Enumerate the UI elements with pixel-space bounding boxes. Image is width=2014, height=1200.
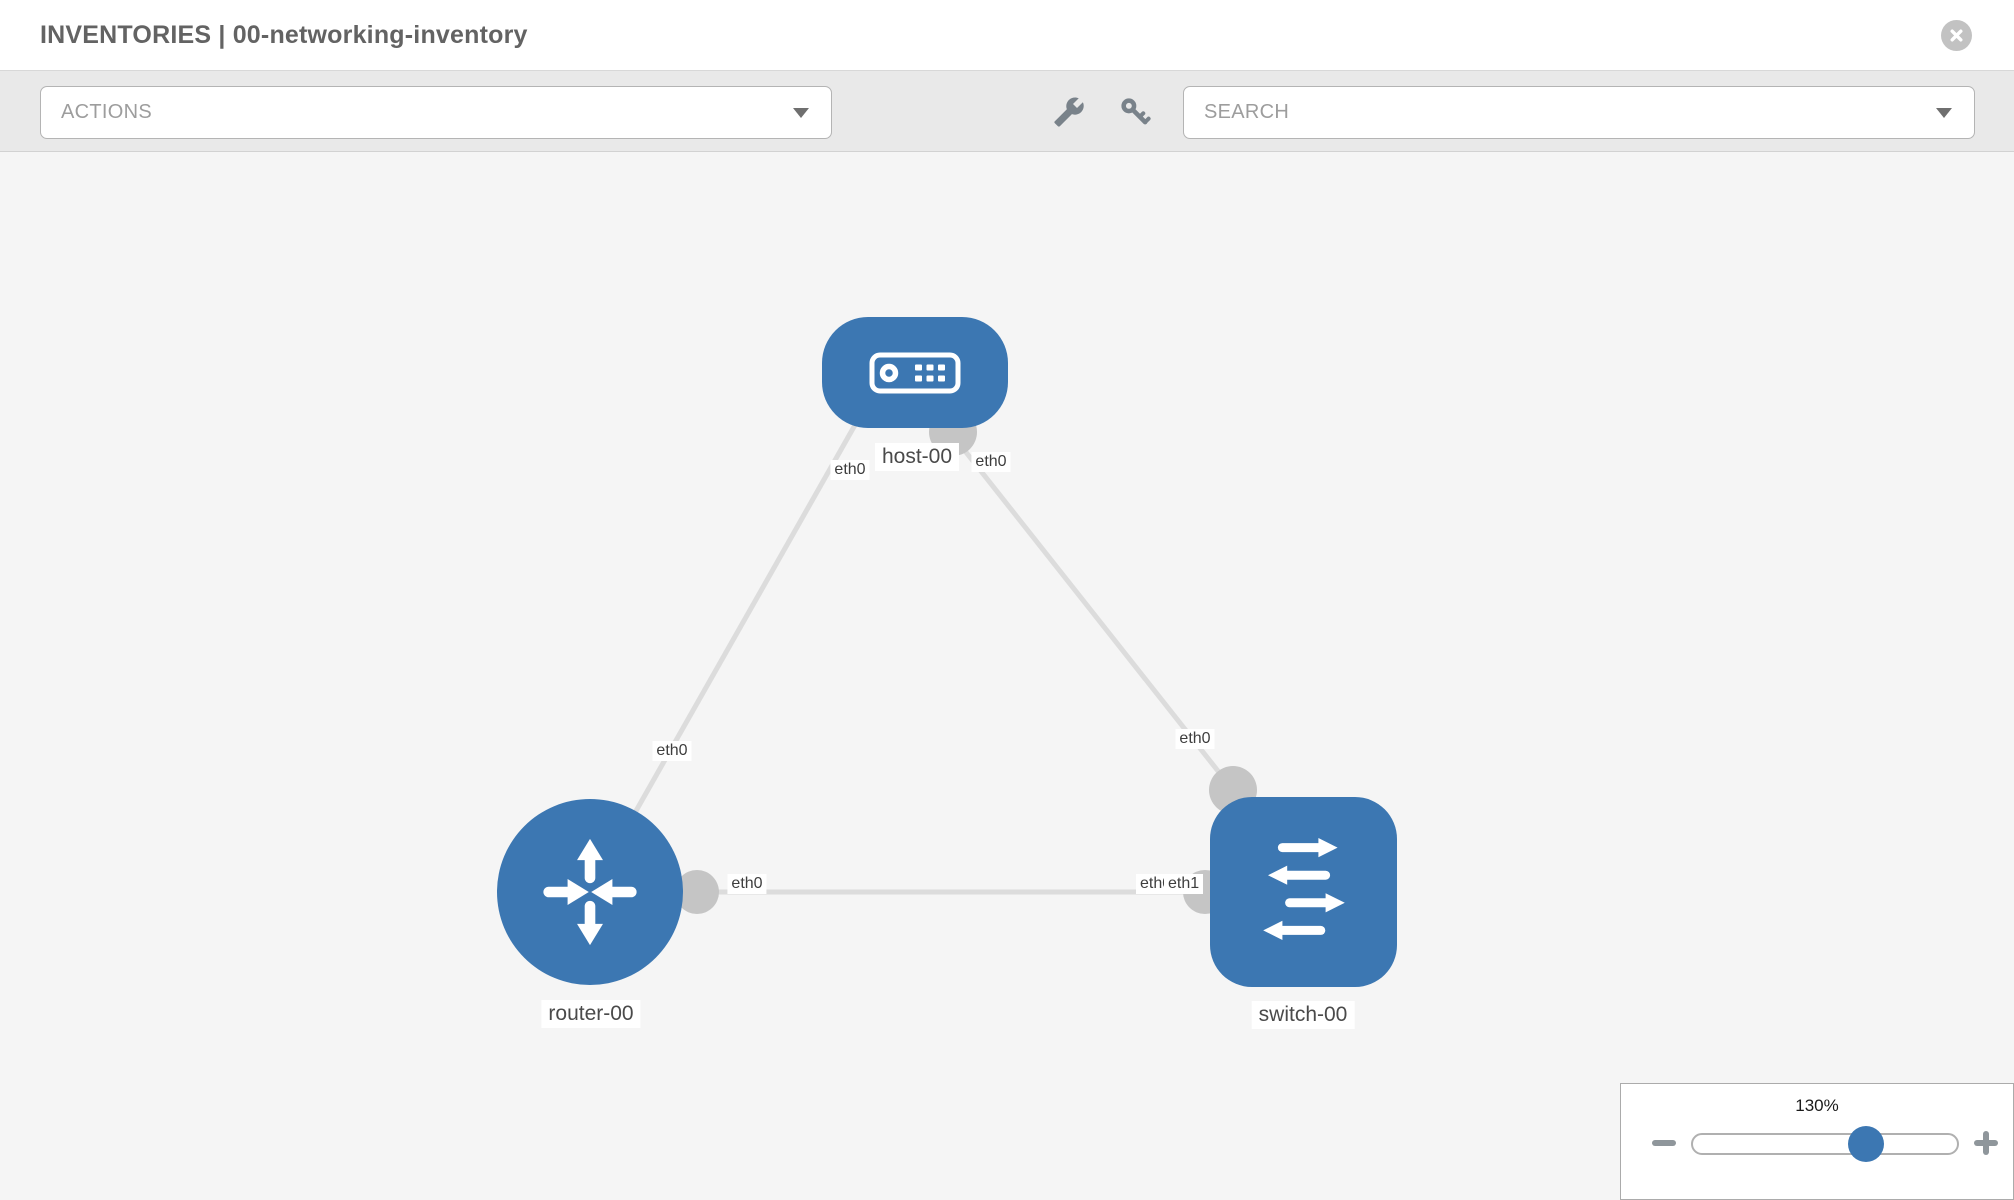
switch-icon xyxy=(1262,838,1345,940)
node-switch-00[interactable] xyxy=(1210,797,1397,987)
interface-label: eth0 xyxy=(971,452,1011,472)
zoom-slider-track[interactable] xyxy=(1691,1126,1959,1162)
key-icon xyxy=(1121,98,1151,125)
interface-label: eth0 xyxy=(727,874,767,894)
search-dropdown-label: SEARCH xyxy=(1204,101,1290,123)
node-label-router: router-00 xyxy=(541,1000,641,1028)
wrench-icon xyxy=(1054,97,1084,127)
zoom-slider-thumb[interactable] xyxy=(1848,1126,1884,1162)
node-host-00[interactable] xyxy=(822,317,1008,428)
zoom-level-value: 130% xyxy=(1795,1096,1839,1115)
chevron-down-icon xyxy=(793,108,809,118)
actions-dropdown[interactable]: ACTIONS xyxy=(40,86,832,139)
router-icon xyxy=(543,838,637,946)
host-icon xyxy=(869,352,961,393)
plus-icon xyxy=(1974,1131,1998,1155)
zoom-panel: 130% xyxy=(1620,1083,2014,1200)
toolbar: ACTIONS SEARCH xyxy=(0,70,2014,152)
credentials-button[interactable] xyxy=(1116,93,1154,131)
configure-button[interactable] xyxy=(1050,93,1088,131)
search-dropdown[interactable]: SEARCH xyxy=(1183,86,1975,139)
minus-icon xyxy=(1652,1140,1676,1146)
header: INVENTORIES | 00-networking-inventory xyxy=(0,0,2014,70)
page-title: INVENTORIES | 00-networking-inventory xyxy=(40,21,528,49)
actions-dropdown-label: ACTIONS xyxy=(61,101,152,123)
chevron-down-icon xyxy=(1936,108,1952,118)
interface-label: eth0 xyxy=(1175,729,1215,749)
node-label-switch: switch-00 xyxy=(1251,1001,1355,1029)
interface-label: eth1 xyxy=(1164,874,1204,894)
zoom-out-button[interactable] xyxy=(1646,1125,1682,1161)
topology-links xyxy=(587,423,1235,895)
interface-label: eth0 xyxy=(830,460,870,480)
topology-canvas[interactable]: eth0 eth0 eth0 eth0 eth0 eth0 eth1 host-… xyxy=(0,152,2014,1200)
node-router-00[interactable] xyxy=(497,799,683,985)
close-button[interactable] xyxy=(1941,20,1972,51)
node-label-host: host-00 xyxy=(874,443,960,471)
interface-label: eth0 xyxy=(652,741,692,761)
zoom-in-button[interactable] xyxy=(1968,1125,2004,1161)
close-icon xyxy=(1950,29,1963,42)
